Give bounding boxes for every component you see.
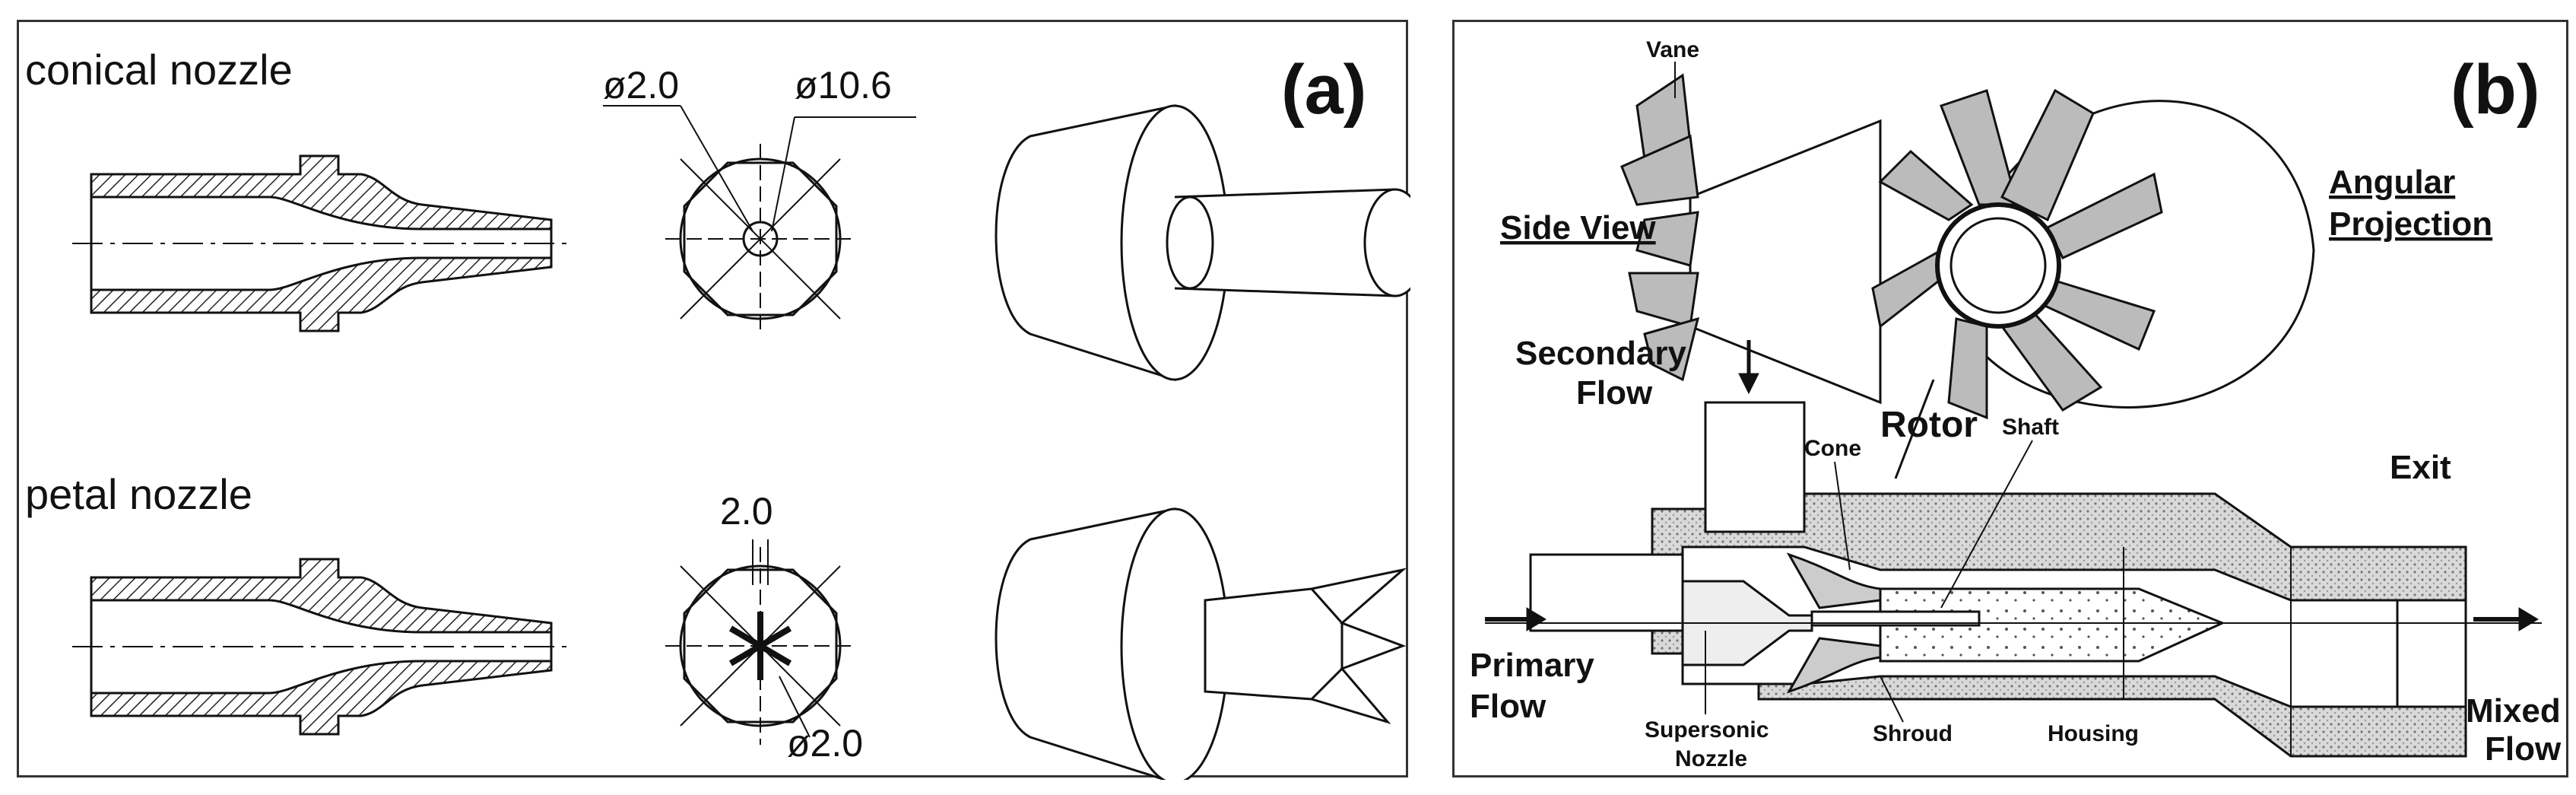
flow-arrows [1485,340,2539,631]
cone-label: Cone [1804,436,1861,461]
petal-nozzle-label: petal nozzle [25,470,252,518]
side-view-label: Side View [1500,209,1656,246]
panel-a: (a) conical nozzle petal nozzle ø2.0 ø10… [17,20,1410,780]
ejector-cross-section [1485,401,2542,758]
panel-a-drawing: (a) conical nozzle petal nozzle ø2.0 ø10… [25,46,1410,780]
shroud-label: Shroud [1873,721,1953,746]
supersonic-nozzle-label-2: Nozzle [1675,746,1747,771]
primary-flow-label-1: Primary [1470,647,1594,684]
secondary-flow-label-1: Secondary [1515,335,1687,372]
conical-nozzle-end-view [603,105,916,334]
rotor-label: Rotor [1880,405,1978,445]
panel-b: (b) Vane Side View Angular Projection [1452,20,2568,778]
primary-flow-label-2: Flow [1470,688,1547,725]
vane-side-view [1620,73,1882,405]
petal-nozzle-end-view [665,539,855,745]
housing-label: Housing [2048,721,2139,746]
panel-b-tag: (b) [2451,51,2540,129]
petal-nozzle-3d-view [995,507,1407,780]
supersonic-nozzle-label-1: Supersonic [1645,717,1769,743]
petal-nozzle-section [72,558,574,736]
vane-angular-projection [1871,88,2315,420]
angular-projection-label-2: Projection [2329,205,2492,243]
shaft-label: Shaft [2002,415,2059,440]
dim-throat-diameter: ø2.0 [603,64,679,107]
mixed-flow-label-1: Mixed [2466,692,2561,730]
conical-nozzle-3d-view [995,104,1410,382]
secondary-flow-label-2: Flow [1576,374,1653,412]
label-leader-lines [1705,440,2033,723]
exit-label: Exit [2390,449,2451,486]
mixed-flow-label-2: Flow [2485,730,2562,768]
vane-label: Vane [1646,37,1699,62]
dim-petal-width: 2.0 [720,490,773,533]
panel-b-drawing: (b) Vane Side View Angular Projection [1470,37,2562,771]
conical-nozzle-section [72,154,574,332]
angular-projection-label-1: Angular [2329,164,2455,201]
conical-nozzle-label: conical nozzle [25,46,293,94]
dim-petal-diameter: ø2.0 [787,722,863,765]
dim-outer-diameter: ø10.6 [795,64,892,107]
panel-a-tag: (a) [1281,51,1366,129]
